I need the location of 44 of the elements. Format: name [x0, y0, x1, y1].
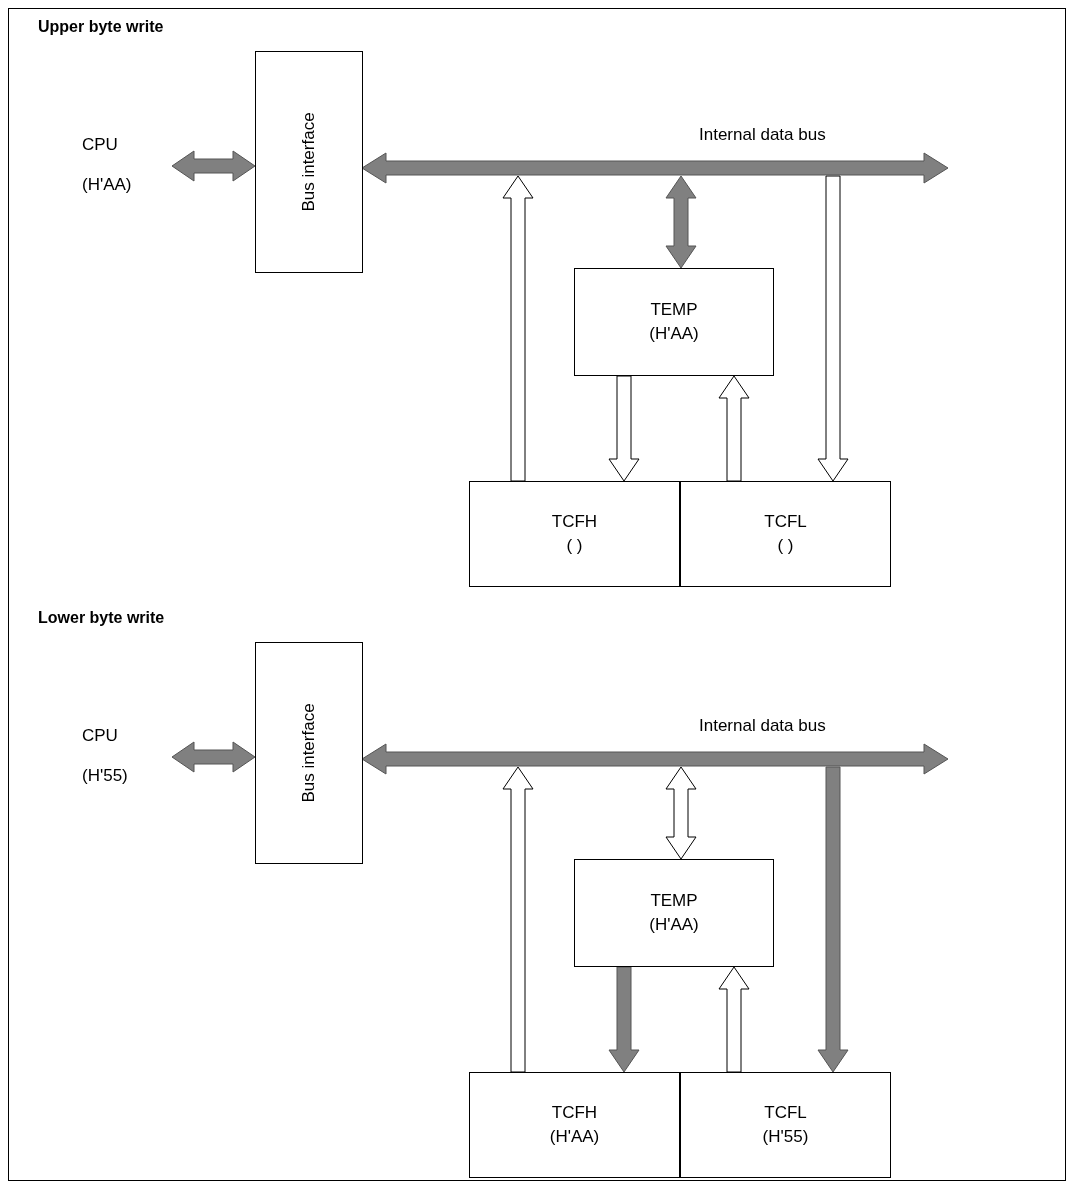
section-heading: Lower byte write — [38, 609, 165, 627]
register-value: ( ) — [566, 535, 583, 557]
register-value: (H'AA) — [649, 914, 699, 936]
register-box — [469, 481, 680, 587]
register-box — [574, 268, 774, 376]
bus-transfer-arrow — [608, 966, 640, 1073]
interface-box — [255, 642, 363, 864]
register-box — [469, 1072, 680, 1178]
bus-transfer-arrow — [718, 375, 750, 482]
value-label: (H'55) — [82, 766, 128, 786]
register-value: (H'AA) — [549, 1126, 600, 1148]
register-name: TCFL — [764, 1102, 807, 1124]
bus-transfer-arrow — [502, 766, 534, 1073]
register-value: (H'55) — [762, 1126, 809, 1148]
bus-transfer-arrow — [665, 766, 697, 860]
interface-box — [255, 51, 363, 273]
register-name: TCFL — [764, 511, 807, 533]
bus-transfer-arrow — [502, 175, 534, 482]
register-name: TEMP — [650, 299, 698, 321]
bus-label: Internal data bus — [699, 125, 826, 145]
box-label: Bus interface — [299, 112, 319, 212]
register-value: (H'AA) — [649, 323, 699, 345]
register-name: TEMP — [650, 890, 698, 912]
value-label: (H'AA) — [82, 175, 132, 195]
bus-transfer-arrow — [665, 175, 697, 269]
bus-transfer-arrow — [817, 175, 849, 482]
bus-transfer-arrow — [608, 375, 640, 482]
bus-transfer-arrow — [718, 966, 750, 1073]
unit-label: CPU — [82, 726, 118, 746]
register-name: TCFH — [551, 511, 598, 533]
bus-transfer-arrow — [171, 741, 256, 773]
unit-label: CPU — [82, 135, 118, 155]
bus-transfer-arrow — [817, 766, 849, 1073]
register-name: TCFH — [551, 1102, 598, 1124]
register-box — [574, 859, 774, 967]
register-box — [680, 481, 891, 587]
section-heading: Upper byte write — [38, 18, 164, 36]
bus-transfer-arrow — [171, 150, 256, 182]
bus-arrow — [361, 152, 949, 184]
register-value: ( ) — [777, 535, 794, 557]
register-box — [680, 1072, 891, 1178]
bus-label: Internal data bus — [699, 716, 826, 736]
box-label: Bus interface — [299, 703, 319, 803]
bus-arrow — [361, 743, 949, 775]
